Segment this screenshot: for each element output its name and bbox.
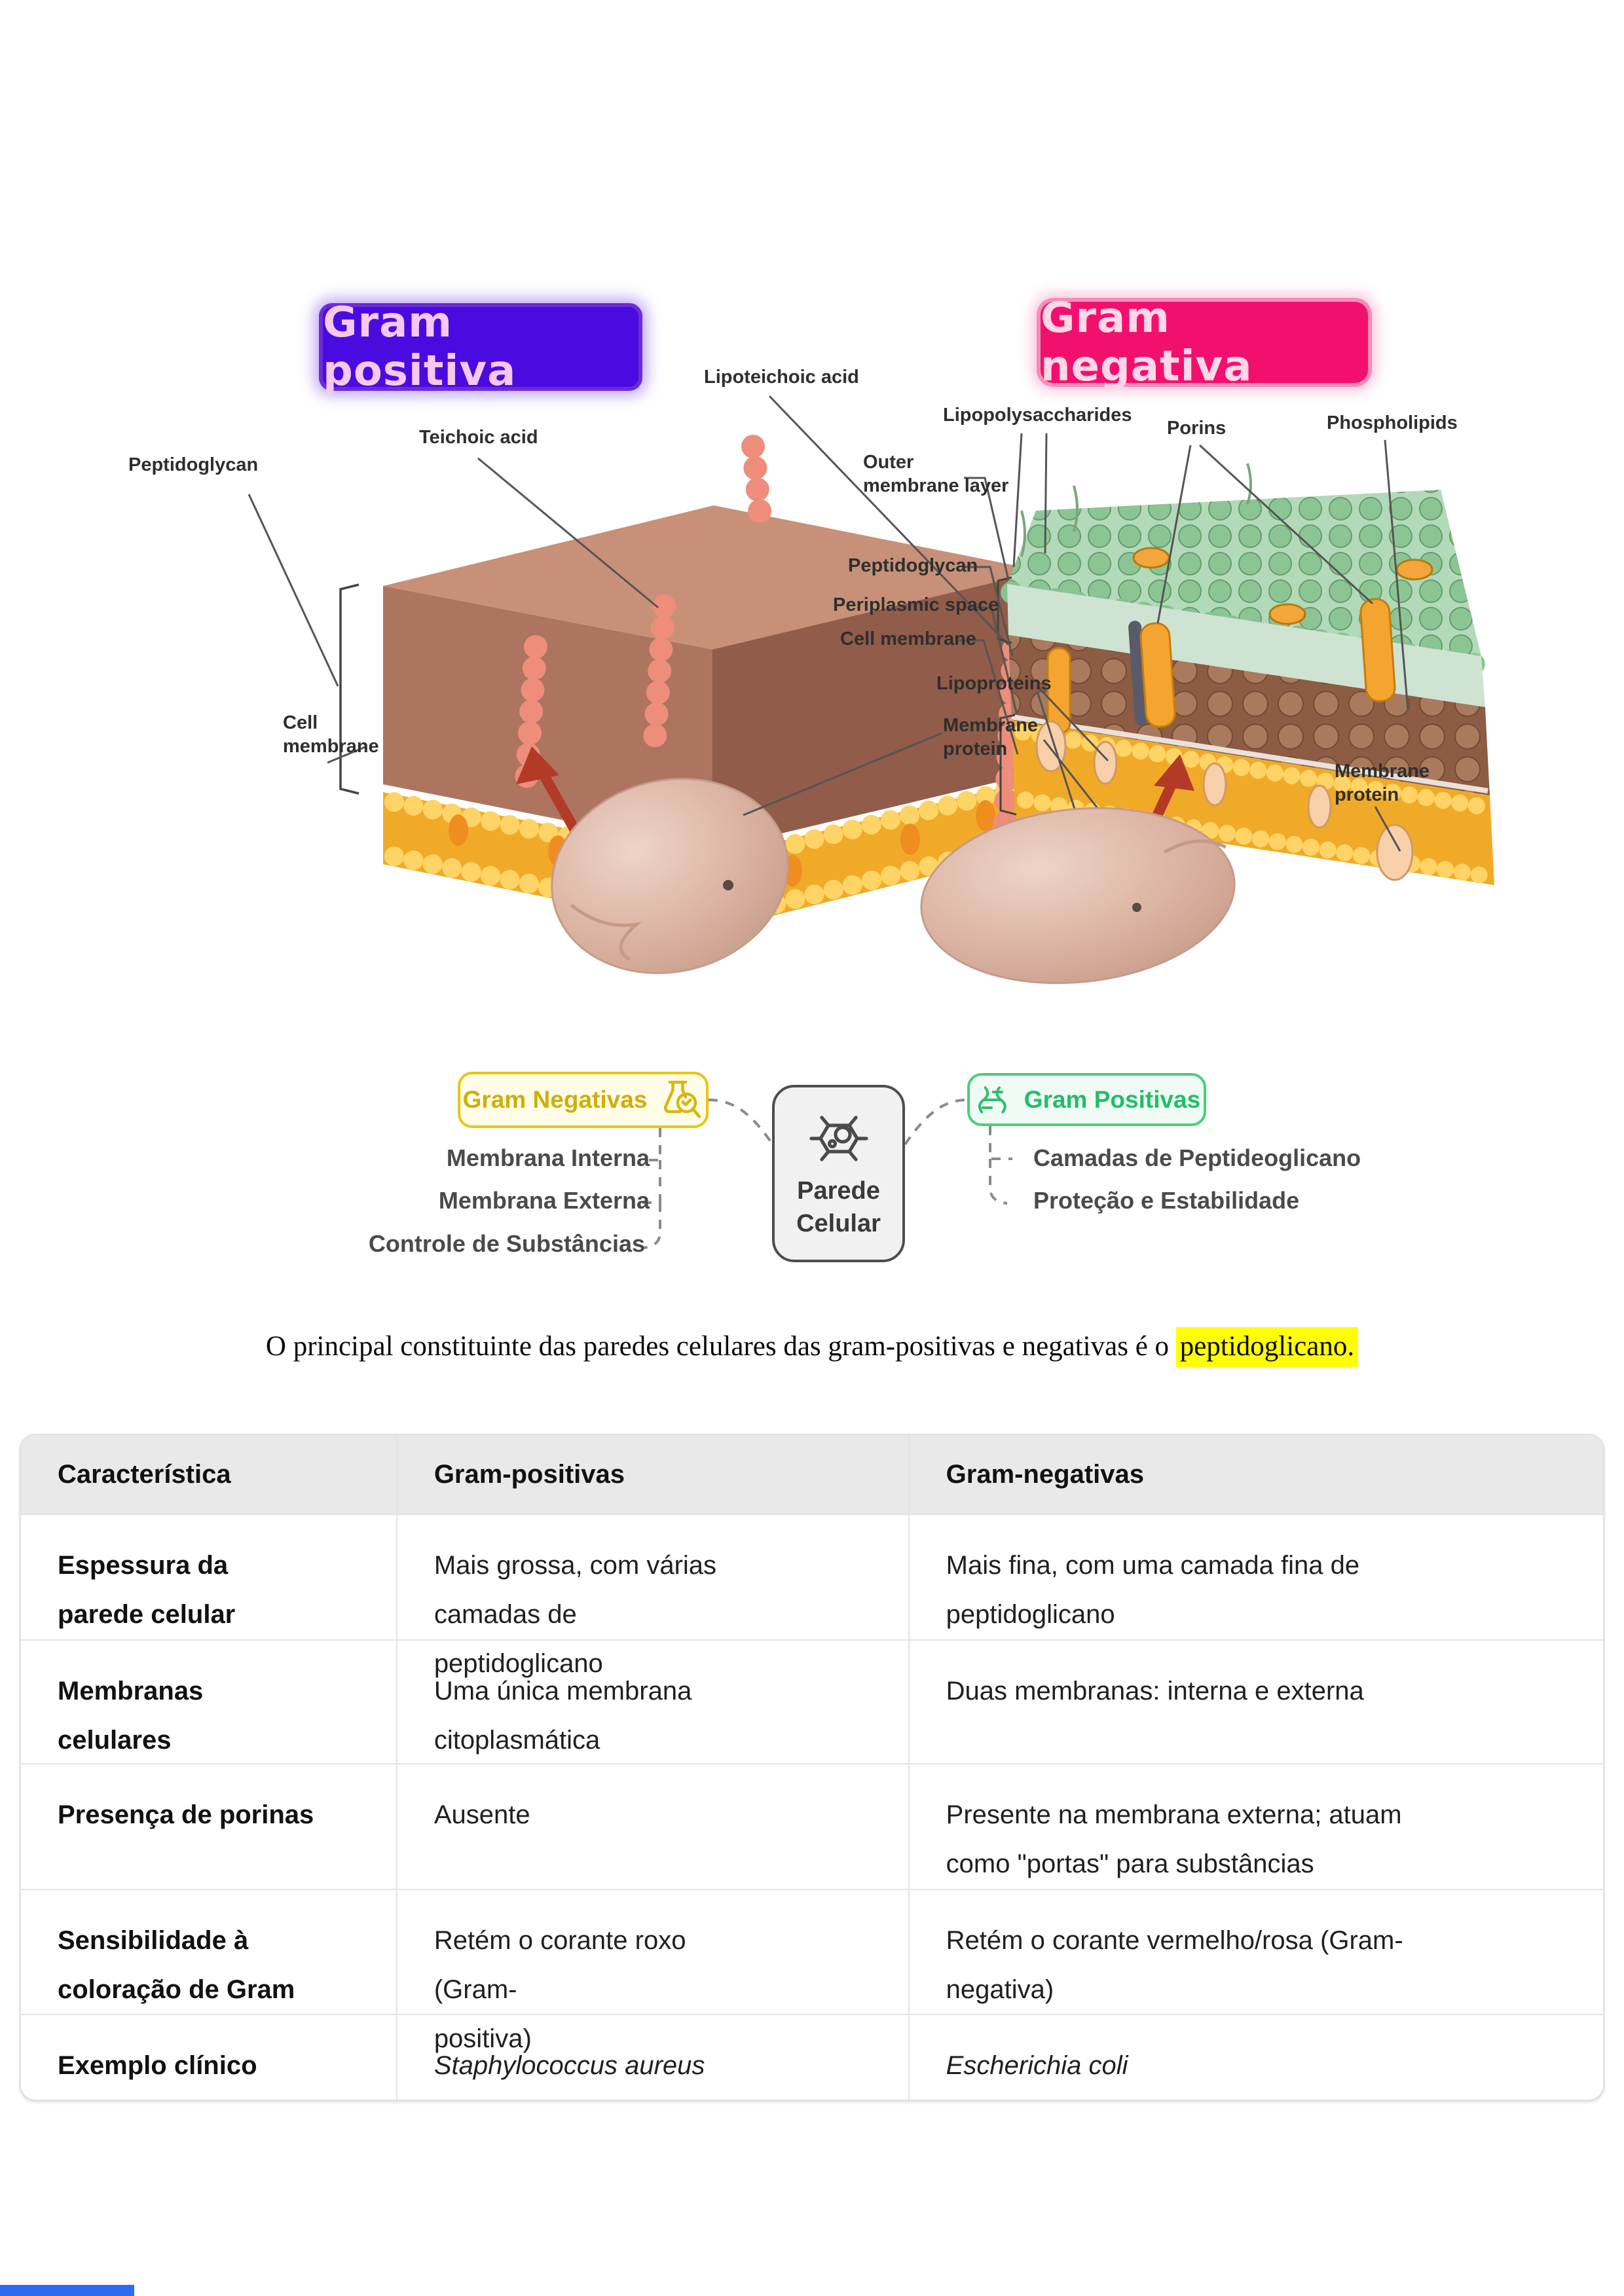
mindmap-item-protecao-estabilidade[interactable]: Proteção e Estabilidade — [1033, 1187, 1300, 1214]
row-negative-value: Escherichia coli — [908, 2015, 1603, 2100]
highlighted-term: peptidoglicano. — [1175, 1327, 1359, 1367]
label-periplasmic-space: Periplasmic space — [833, 594, 999, 615]
table-row: Espessura da parede celular Mais grossa,… — [21, 1514, 1603, 1678]
mindmap-node-gram-negativas[interactable]: Gram Negativas — [458, 1072, 709, 1128]
gram-negative-wall — [743, 433, 1494, 985]
mindmap-item-camadas-peptideoglicano[interactable]: Camadas de Peptideoglicano — [1033, 1144, 1361, 1171]
mindmap-item-controle-substancias[interactable]: Controle de Substâncias — [368, 1230, 645, 1257]
arrow-to-wall-left — [516, 746, 580, 833]
label-outer-membrane-layer: Outer membrane layer — [863, 452, 1009, 497]
table-row: Exemplo clínico Staphylococcus aureus Es… — [21, 2014, 1603, 2100]
mindmap-item-membrana-interna[interactable]: Membrana Interna — [446, 1144, 650, 1171]
row-negative-value: Mais fina, com uma camada fina de peptid… — [908, 1515, 1603, 1639]
table-header-row: Característica Gram-positivas Gram-negat… — [21, 1435, 1603, 1514]
row-feature: Presença de porinas — [58, 1800, 314, 1829]
header-gram-positivas: Gram-positivas — [396, 1435, 908, 1514]
row-feature: Sensibilidade à coloração de Gram — [58, 1926, 295, 2004]
mindmap-node-gram-positivas[interactable]: Gram Positivas — [967, 1073, 1206, 1126]
header-gram-negativas: Gram-negativas — [908, 1435, 1603, 1514]
row-positive-value: Retém o corante roxo (Gram- positiva) — [396, 1890, 908, 2053]
label-membrane-protein-mid: Membrane protein — [943, 715, 1039, 760]
row-feature: Espessura da parede celular — [58, 1551, 236, 1629]
row-positive-value: Uma única membrana citoplasmática — [396, 1641, 908, 1763]
mindmap-connectors — [639, 1099, 1012, 1249]
label-teichoic-acid: Teichoic acid — [419, 427, 538, 448]
label-cell-membrane-mid: Cell membrane — [840, 629, 976, 649]
row-positive-value: Mais grossa, com várias camadas de pepti… — [396, 1515, 908, 1678]
row-feature: Membranas celulares — [58, 1677, 204, 1755]
label-cell-membrane-left: Cell membrane — [283, 712, 379, 757]
gram-positivas-label: Gram Positivas — [1024, 1085, 1201, 1113]
table-row: Sensibilidade à coloração de Gram Retém … — [21, 1889, 1603, 2053]
lab-analysis-icon — [664, 1080, 701, 1118]
gram-negativas-label: Gram Negativas — [462, 1086, 648, 1113]
porin-channels — [1046, 598, 1396, 735]
label-peptidoglycan-mid: Peptidoglycan — [848, 555, 978, 576]
label-lipoteichoic-acid: Lipoteichoic acid — [704, 367, 859, 388]
row-negative-value: Retém o corante vermelho/rosa (Gram- neg… — [908, 1890, 1603, 2014]
label-membrane-protein-right: Membrane protein — [1335, 761, 1430, 806]
bacterium-cell-right — [920, 807, 1236, 985]
comparison-table: Característica Gram-positivas Gram-negat… — [20, 1434, 1604, 2101]
table-row: Presença de porinas Ausente Presente na … — [21, 1763, 1603, 1889]
row-positive-value: Staphylococcus aureus — [396, 2015, 908, 2100]
leader-lines-right — [743, 433, 1409, 869]
mindmap-node-parede-celular[interactable]: Parede Celular — [772, 1085, 905, 1262]
sentence-text: O principal constituinte das paredes cel… — [265, 1331, 1176, 1362]
gram-negative-title: Gram negativa — [1037, 294, 1372, 391]
page-footer-accent-bar — [0, 2285, 134, 2296]
summary-sentence: O principal constituinte das paredes cel… — [0, 1327, 1624, 1367]
row-negative-value: Duas membranas: interna e externa — [908, 1641, 1603, 1763]
row-negative-value: Presente na membrana externa; atuam como… — [908, 1764, 1603, 1889]
row-feature: Exemplo clínico — [58, 2051, 257, 2080]
label-porins: Porins — [1167, 418, 1227, 439]
parede-celular-label: Parede Celular — [796, 1177, 881, 1237]
gram-positive-title: Gram positiva — [319, 299, 642, 395]
dna-icon — [978, 1085, 1006, 1114]
label-lipopolysaccharides: Lipopolysaccharides — [943, 405, 1132, 426]
label-lipoproteins: Lipoproteins — [936, 673, 1052, 694]
header-caracteristica: Característica — [58, 1459, 231, 1489]
mindmap-item-membrana-externa[interactable]: Membrana Externa — [438, 1187, 650, 1214]
label-peptidoglycan-left: Peptidoglycan — [128, 454, 259, 475]
label-phospholipids: Phospholipids — [1327, 412, 1458, 433]
cell-wall-figure-art — [248, 395, 1494, 985]
cell-icon — [809, 1116, 868, 1161]
table-row: Membranas celulares Uma única membrana c… — [21, 1639, 1603, 1763]
row-positive-value: Ausente — [396, 1764, 908, 1889]
